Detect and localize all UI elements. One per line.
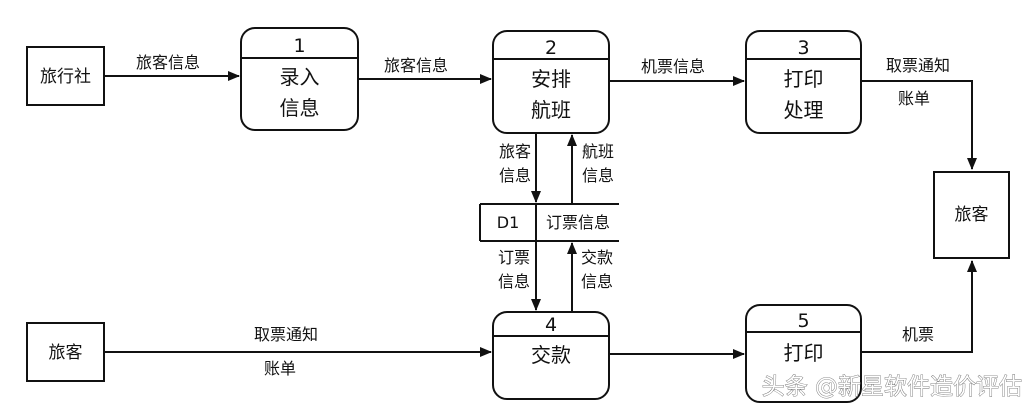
- flow-label-store-to-p4-line1: 订票: [498, 248, 530, 267]
- watermark-text: 头条 @新星软件造价评估: [762, 374, 1022, 400]
- process-5: 5 打印: [745, 304, 862, 403]
- process-2-number: 2: [545, 37, 557, 59]
- flow-label-p4-to-store-line1: 交款: [581, 248, 613, 267]
- entity-passenger-sink-label: 旅客: [955, 205, 989, 225]
- process-2: 2 安排 航班: [492, 30, 610, 134]
- entity-passenger-source: 旅客: [26, 322, 105, 382]
- entity-passenger-source-label: 旅客: [49, 343, 83, 363]
- flow-label-store-to-p2-line2: 信息: [582, 166, 614, 185]
- flow-label-agency-to-p1: 旅客信息: [136, 53, 200, 72]
- process-1-number: 1: [293, 35, 305, 57]
- flow-label-p2-to-store-line2: 信息: [499, 166, 531, 185]
- flow-label-p5-to-passenger: 机票: [902, 325, 934, 344]
- process-3-number: 3: [797, 37, 809, 59]
- entity-passenger-sink: 旅客: [933, 171, 1010, 259]
- entity-travel-agency-label: 旅行社: [40, 67, 91, 87]
- entity-travel-agency: 旅行社: [26, 46, 105, 106]
- flow-p3-to-passenger: [861, 80, 977, 170]
- process-4-label-line1: 交款: [531, 343, 571, 367]
- flow-label-p3-to-passenger-line2: 账单: [898, 89, 930, 108]
- process-4: 4 交款: [492, 311, 610, 400]
- flow-label-p2-to-p3: 机票信息: [641, 57, 705, 76]
- flow-label-passenger-to-p4-line2: 账单: [264, 359, 296, 378]
- process-3: 3 打印 处理: [745, 30, 862, 134]
- flow-label-store-to-p2-line1: 航班: [582, 142, 614, 161]
- flow-label-p4-to-store-line2: 信息: [581, 272, 613, 291]
- process-4-number: 4: [545, 314, 557, 336]
- flow-label-p3-to-passenger-line1: 取票通知: [886, 56, 950, 75]
- data-store-id: D1: [497, 213, 520, 232]
- process-5-label-line1: 打印: [784, 341, 824, 365]
- process-3-label-line2: 处理: [784, 98, 824, 122]
- flow-label-passenger-to-p4-line1: 取票通知: [254, 325, 318, 344]
- flow-p5-to-passenger: [861, 260, 977, 353]
- process-3-label-line1: 打印: [784, 67, 824, 91]
- process-2-label-line1: 安排: [531, 67, 571, 91]
- data-store-name: 订票信息: [546, 213, 610, 232]
- process-1: 1 录入 信息: [240, 27, 359, 131]
- process-5-number: 5: [797, 310, 809, 332]
- process-2-label-line2: 航班: [531, 98, 571, 122]
- flow-label-p2-to-store-line1: 旅客: [499, 142, 531, 161]
- flow-label-store-to-p4-line2: 信息: [498, 272, 530, 291]
- flow-label-p1-to-p2: 旅客信息: [384, 56, 448, 75]
- data-store-d1: D1 订票信息: [479, 203, 619, 242]
- process-1-label-line1: 录入: [280, 65, 320, 89]
- process-1-label-line2: 信息: [280, 96, 320, 120]
